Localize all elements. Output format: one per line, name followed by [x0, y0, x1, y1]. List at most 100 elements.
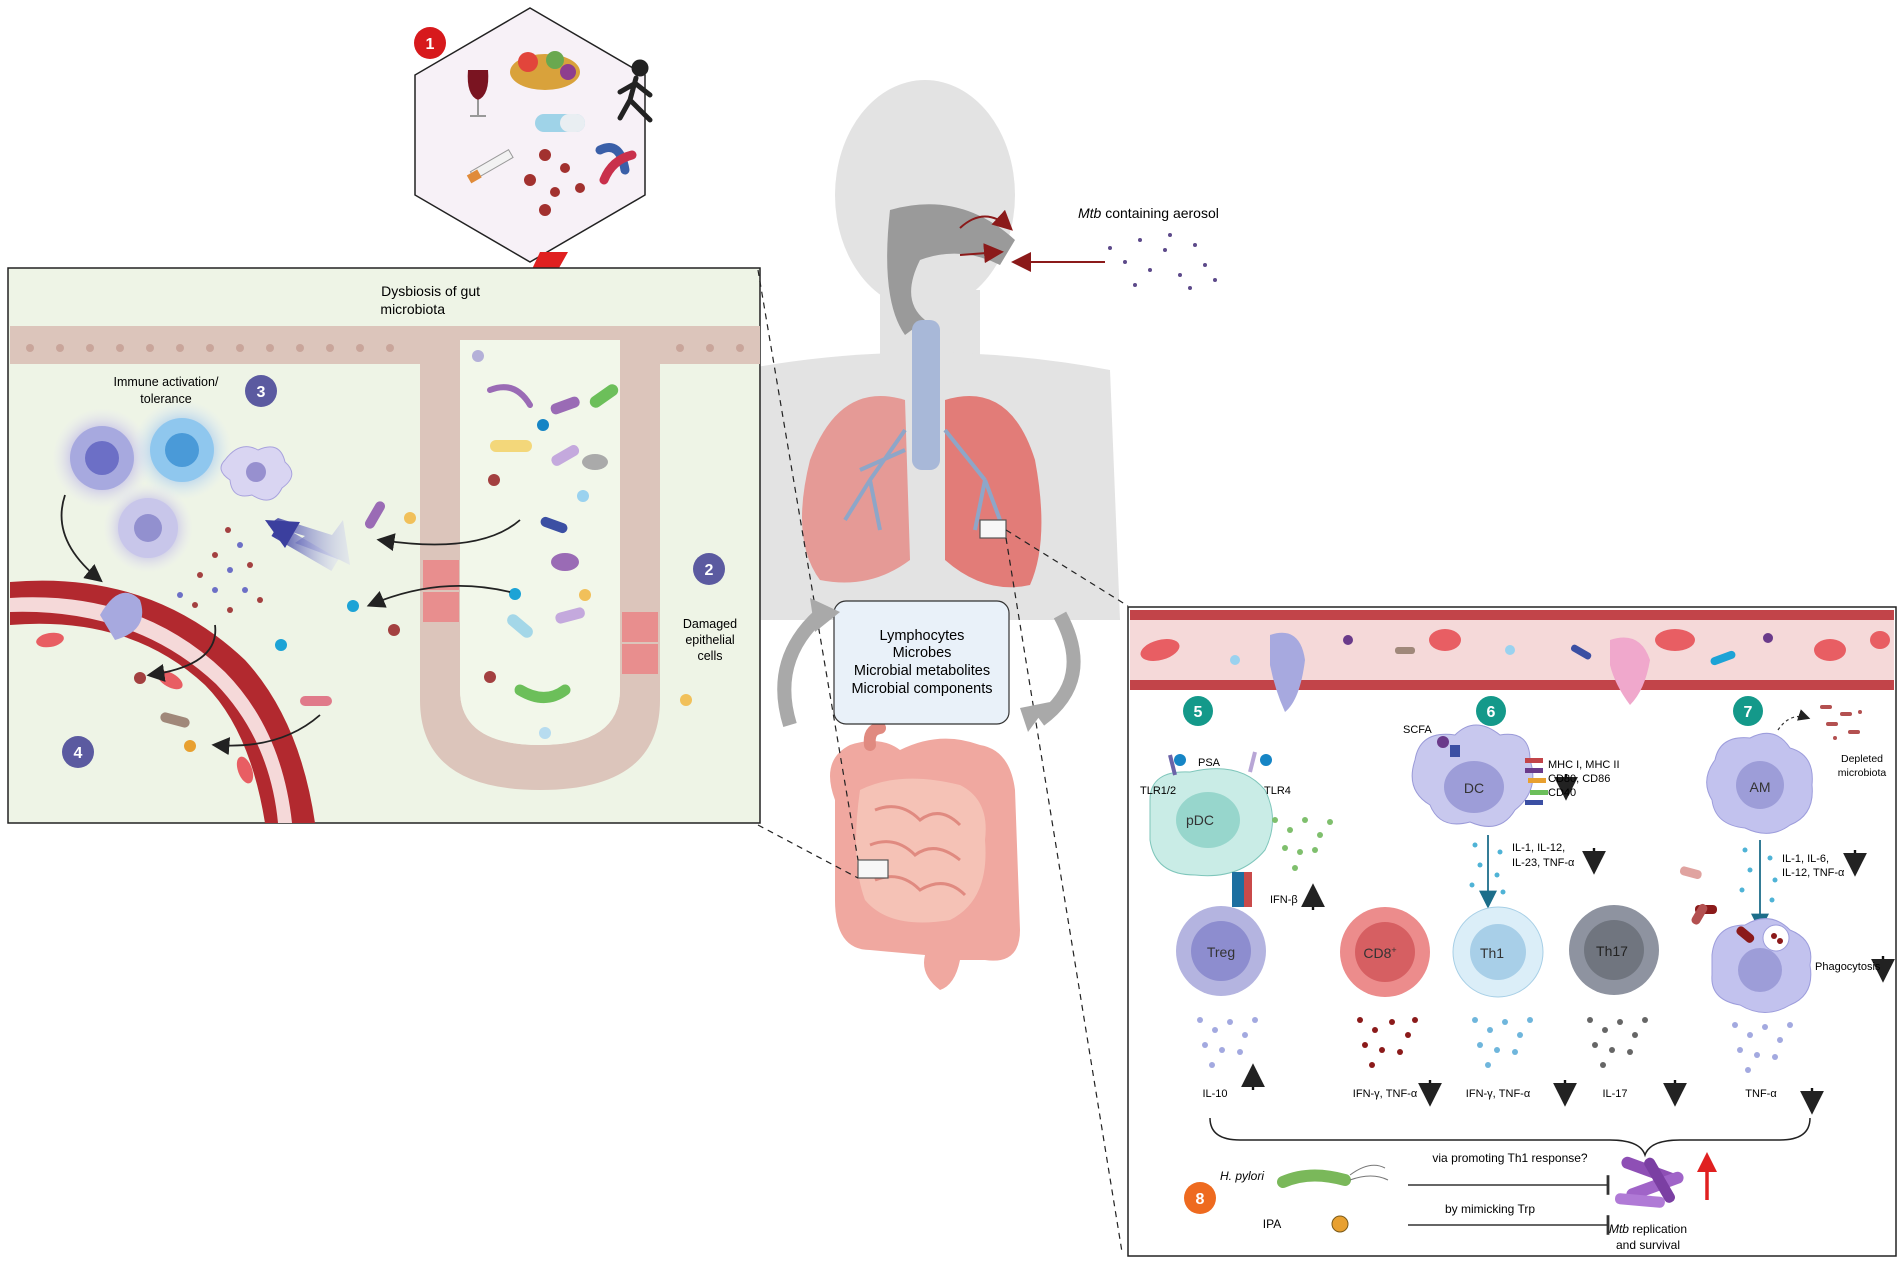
dc-label: DC: [1464, 780, 1484, 796]
risk-factors-hexagon: [414, 7, 653, 263]
treg-label: Treg: [1207, 944, 1235, 960]
dc-receptors: [1525, 758, 1548, 805]
running-person-icon: [617, 59, 653, 123]
ifnb-label: IFN-β: [1270, 894, 1298, 906]
dc-marker-label: CD80, CD86: [1548, 773, 1610, 785]
cd8-label: CD8+: [1363, 945, 1396, 961]
immune-label-2: tolerance: [140, 392, 191, 406]
curved-arrow-left: [777, 609, 825, 728]
immune-cell: [134, 514, 162, 542]
dc-cytokine-label: IL-1, IL-12,: [1512, 842, 1565, 854]
human-silhouette: [730, 80, 1120, 620]
immune-cell: [85, 441, 119, 475]
tlr12-label: TLR1/2: [1140, 785, 1176, 797]
tlr4-label: TLR4: [1264, 785, 1291, 797]
trend-arrows: [1241, 774, 1895, 1115]
badge-1: 1: [414, 27, 446, 59]
immune-cell: [165, 433, 199, 467]
aerosol-particles: [1108, 233, 1217, 290]
center-box-line: Microbial metabolites: [854, 663, 990, 679]
damaged-cell: [622, 644, 658, 674]
ipa-label: IPA: [1263, 1217, 1281, 1231]
badge-7: 7: [1733, 696, 1763, 726]
wine-glass-icon: [467, 70, 489, 117]
svg-text:6: 6: [1487, 704, 1496, 721]
th17-label: Th17: [1596, 943, 1628, 959]
svg-text:5: 5: [1194, 704, 1203, 721]
cd8-cytokine-label: IFN-γ, TNF-α: [1353, 1088, 1418, 1100]
mtb-cluster: [1614, 1156, 1684, 1208]
badge-4: 4: [62, 736, 94, 768]
il10-label: IL-10: [1202, 1088, 1227, 1100]
food-icon: [510, 51, 580, 90]
center-box-line: Microbial components: [851, 681, 992, 697]
am-label: AM: [1750, 779, 1771, 795]
hpylori-label: H. pylori: [1220, 1169, 1264, 1183]
mtb-survival-label: and survival: [1616, 1238, 1680, 1252]
tnfa-label: TNF-α: [1745, 1088, 1777, 1100]
center-box: Lymphocytes Microbes Microbial metabolit…: [833, 600, 1010, 725]
center-box-line: Lymphocytes: [880, 628, 965, 644]
th17-cytokine-label: IL-17: [1602, 1088, 1627, 1100]
am-cytokine-label: IL-12, TNF-α: [1782, 867, 1845, 879]
left-lung: [802, 396, 910, 583]
pdc-label: pDC: [1186, 812, 1214, 828]
dc-marker-label: CD40: [1548, 787, 1576, 799]
depleted-microbiota: [1820, 705, 1862, 740]
ipa-molecule: [1331, 1215, 1349, 1233]
lung-immune-panel: [1127, 606, 1897, 1257]
dc-cytokine-label: IL-23, TNF-α: [1512, 857, 1575, 869]
svg-text:2: 2: [705, 562, 714, 579]
svg-text:7: 7: [1744, 704, 1753, 721]
svg-text:3: 3: [257, 384, 266, 401]
pill-icon: [535, 114, 585, 132]
center-box-line: Microbes: [893, 645, 952, 661]
depleted-label-1: Depleted: [1841, 753, 1883, 765]
h-pylori-bacterium: [1277, 1169, 1351, 1188]
increase-arrow-red: [1697, 1152, 1717, 1172]
transmigrating-cell: [100, 592, 143, 640]
gut-inset-marker: [857, 859, 889, 879]
svg-text:1: 1: [426, 36, 435, 53]
th1-label: Th1: [1480, 945, 1504, 961]
damaged-label-2: epithelial: [685, 633, 734, 647]
cigarette-icon: [466, 148, 514, 184]
svg-text:4: 4: [74, 745, 83, 762]
trachea: [912, 320, 940, 470]
inset-connectors: [757, 269, 1129, 1253]
damaged-label-3: cells: [697, 649, 722, 663]
cytokine-dots: [177, 527, 263, 613]
gut-panel: [7, 267, 761, 824]
damaged-cell: [423, 560, 459, 590]
damaged-cell: [423, 592, 459, 622]
th1-cytokine-label: IFN-γ, TNF-α: [1466, 1088, 1531, 1100]
svg-text:8: 8: [1196, 1191, 1205, 1208]
dysbiosis-label-2: microbiota: [380, 301, 445, 317]
badge-5: 5: [1183, 696, 1213, 726]
badge-8: 8: [1184, 1182, 1216, 1214]
psa-label: PSA: [1198, 757, 1221, 769]
badge-3: 3: [245, 375, 277, 407]
virus-icon: [524, 149, 585, 216]
immune-label-1: Immune activation/: [114, 375, 219, 389]
intestine: [830, 722, 1020, 990]
mtb-replication-label: Mtb replication: [1609, 1222, 1687, 1236]
badge-2: 2: [693, 553, 725, 585]
depleted-label-2: microbiota: [1838, 767, 1887, 779]
scfa-label: SCFA: [1403, 724, 1432, 736]
phagocytosis-label: Phagocytosis: [1815, 961, 1881, 973]
chromosome-icon: [595, 143, 637, 185]
am-cytokine-label: IL-1, IL-6,: [1782, 853, 1829, 865]
dysbiosis-label-1: Dysbiosis of gut: [381, 283, 480, 299]
damaged-cell: [622, 612, 658, 642]
aerosol-label: Mtb containing aerosol: [1078, 205, 1219, 221]
right-lung: [945, 396, 1042, 588]
summary-brace: [1209, 1117, 1811, 1158]
damaged-label-1: Damaged: [683, 617, 737, 631]
lung-inset-marker: [979, 519, 1007, 539]
gut-bacteria: [472, 350, 619, 739]
via-th1-label: via promoting Th1 response?: [1432, 1151, 1588, 1165]
badge-6: 6: [1476, 696, 1506, 726]
